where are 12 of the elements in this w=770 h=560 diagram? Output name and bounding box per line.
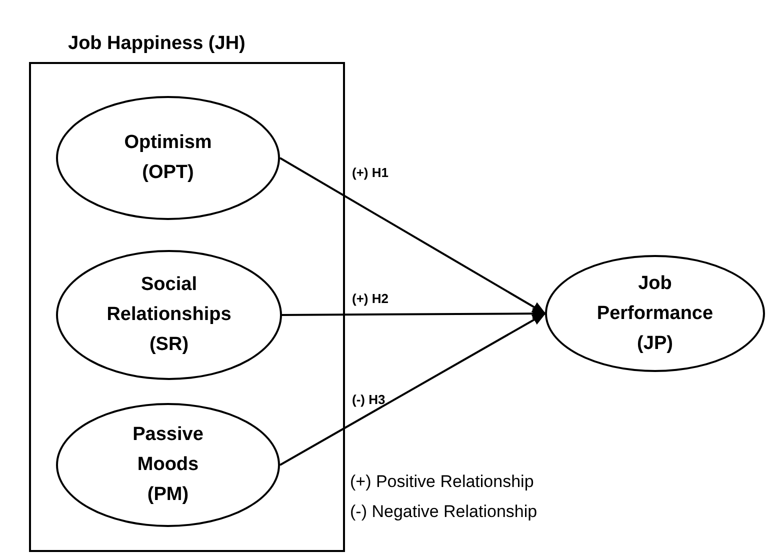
arrow [280,157,546,314]
node-label: Passive Moods (PM) [132,423,204,507]
group-heading: Job Happiness (JH) [68,32,246,56]
node-label: Social Relationships (SR) [106,273,232,357]
edge-label: (+) H2 [352,290,388,308]
node-label: Optimism (OPT) [123,131,213,185]
node-label: Job Performance (JP) [596,272,714,356]
legend-note: (-) Negative Relationship [350,500,538,522]
edge-label: (+) H1 [352,164,388,182]
arrow [280,312,546,466]
edge-label: (-) H3 [352,391,386,409]
legend-note: (+) Positive Relationship [350,471,535,493]
